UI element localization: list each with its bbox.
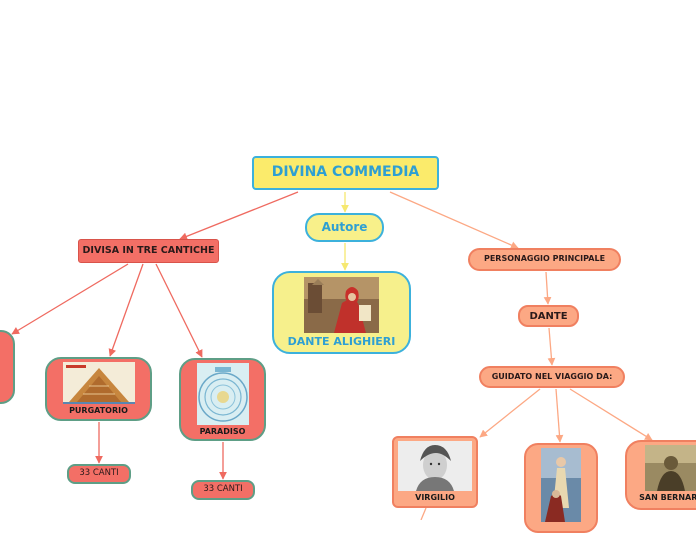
- edge-guidato-bernardo: [569, 388, 653, 441]
- paradiso-node[interactable]: PARADISO: [179, 358, 266, 441]
- virgilio-label: VIRGILIO: [415, 493, 455, 502]
- san-bernardo-label: SAN BERNARDO: [639, 493, 696, 502]
- purgatorio-node[interactable]: PURGATORIO: [45, 357, 152, 421]
- edge-virgilio-down: [420, 507, 427, 520]
- purgatorio-label: PURGATORIO: [69, 406, 128, 415]
- paradiso-label: PARADISO: [199, 427, 246, 436]
- purgatorio-canti-node[interactable]: 33 CANTI: [67, 464, 131, 484]
- root-node[interactable]: DIVINA COMMEDIA: [252, 156, 439, 190]
- edge-guidato-beatrice: [555, 388, 564, 443]
- dante-node[interactable]: DANTE: [518, 305, 579, 327]
- san-bernardo-node[interactable]: SAN BERNARDO: [625, 440, 696, 510]
- edge-root-cantiche: [179, 191, 299, 241]
- edge-root-personaggio: [389, 191, 519, 249]
- paradiso-canti-node[interactable]: 33 CANTI: [191, 480, 255, 500]
- purgatorio-canti-label: 33 CANTI: [79, 468, 119, 479]
- autore-label: Autore: [321, 219, 368, 234]
- edge-cantiche-purgatorio: [108, 263, 144, 357]
- guidato-label: GUIDATO NEL VIAGGIO DA:: [491, 371, 613, 381]
- san-bernardo-image: [645, 445, 696, 491]
- edge-dante-guidato: [547, 327, 556, 366]
- dante-portrait-image: [304, 277, 379, 333]
- personaggio-node[interactable]: PERSONAGGIO PRINCIPALE: [468, 248, 621, 271]
- purgatorio-mountain-image: [62, 362, 135, 404]
- virgilio-node[interactable]: VIRGILIO: [392, 436, 478, 508]
- beatrice-image: [541, 448, 581, 522]
- edge-cantiche-inferno: [11, 263, 129, 335]
- virgilio-portrait-image: [398, 441, 472, 491]
- autore-node[interactable]: Autore: [305, 213, 384, 242]
- cantiche-label: DIVISA IN TRE CANTICHE: [82, 244, 215, 256]
- connector-layer: [11, 191, 653, 520]
- cantiche-node[interactable]: DIVISA IN TRE CANTICHE: [78, 239, 219, 263]
- root-label: DIVINA COMMEDIA: [271, 164, 420, 181]
- guidato-node[interactable]: GUIDATO NEL VIAGGIO DA:: [479, 366, 625, 388]
- inferno-node[interactable]: [0, 330, 15, 404]
- dante-alighieri-node[interactable]: DANTE ALIGHIERI: [272, 271, 411, 354]
- dante-label: DANTE: [529, 310, 568, 322]
- edge-guidato-virgilio: [479, 388, 541, 438]
- paradiso-spheres-image: [196, 363, 249, 425]
- edge-cantiche-paradiso: [155, 263, 203, 358]
- personaggio-label: PERSONAGGIO PRINCIPALE: [483, 254, 606, 264]
- dante-alighieri-label: DANTE ALIGHIERI: [287, 335, 396, 348]
- edge-personaggio-dante: [543, 271, 552, 305]
- beatrice-node[interactable]: [524, 443, 598, 533]
- paradiso-canti-label: 33 CANTI: [203, 484, 243, 495]
